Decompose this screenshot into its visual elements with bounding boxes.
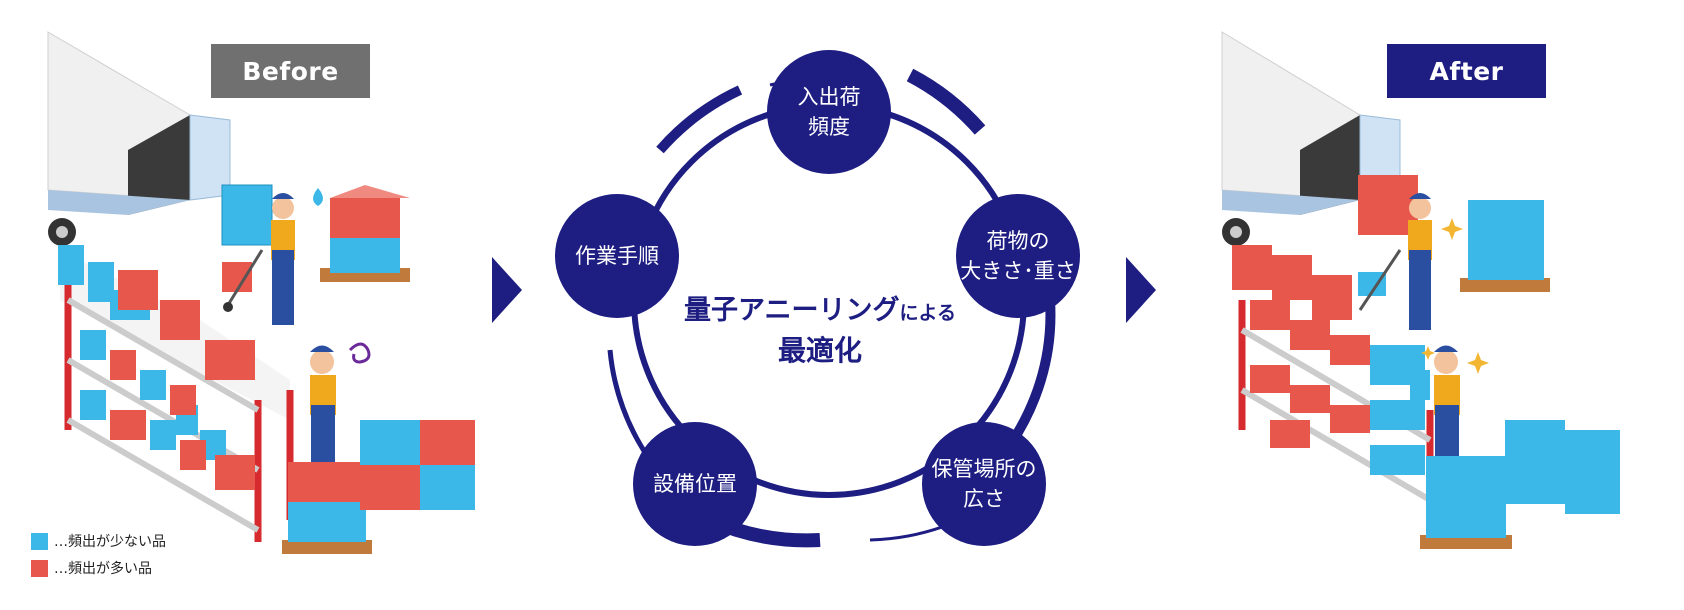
worker-happy [1434,345,1460,465]
before-badge: Before [211,44,370,98]
triangle-right-icon [492,257,522,323]
pallet-stack-1 [1460,200,1550,292]
center-title-suffix: による [899,302,956,324]
legend-swatch-red [31,559,48,577]
legend-label-low-frequency: …頻出が少ない品 [54,534,166,550]
legend-item-low-frequency: …頻出が少ない品 [31,531,166,551]
worker-with-cart [221,184,295,325]
cycle-node-equipment-position: 設備位置 [633,422,757,546]
cycle-node-work-procedure: 作業手順 [555,194,679,318]
center-title-main: 量子アニーリング [684,295,900,326]
after-badge: After [1387,44,1546,98]
legend-swatch-blue [31,532,48,550]
before-warehouse-illustration [47,31,475,554]
truck [47,31,231,246]
pallet-stack-1 [320,185,410,282]
swirl-icon [348,342,371,364]
worker-with-cart [1358,175,1432,330]
cycle-node-cargo-size-weight: 荷物の 大きさ･重さ [956,194,1080,318]
pallet-stack-2 [1420,420,1620,549]
after-warehouse-illustration [1221,31,1620,549]
cycle-center-title: 量子アニーリングによる 最適化 [660,288,980,369]
cycle-node-shipping-frequency: 入出荷 頻度 [767,50,891,174]
triangle-right-icon [1126,257,1156,323]
cycle-node-storage-area: 保管場所の 広さ [922,422,1046,546]
center-title-sub: 最適化 [777,334,862,367]
worker-confused [310,345,336,465]
legend-item-high-frequency: …頻出が多い品 [31,558,152,578]
storage-rack [58,245,294,542]
truck [1221,31,1401,246]
sparkle-icon [1421,218,1489,374]
legend-label-high-frequency: …頻出が多い品 [54,561,152,577]
storage-rack [1232,245,1434,542]
sweat-drop-icon [313,188,323,206]
pallet-stack-2 [282,420,475,554]
